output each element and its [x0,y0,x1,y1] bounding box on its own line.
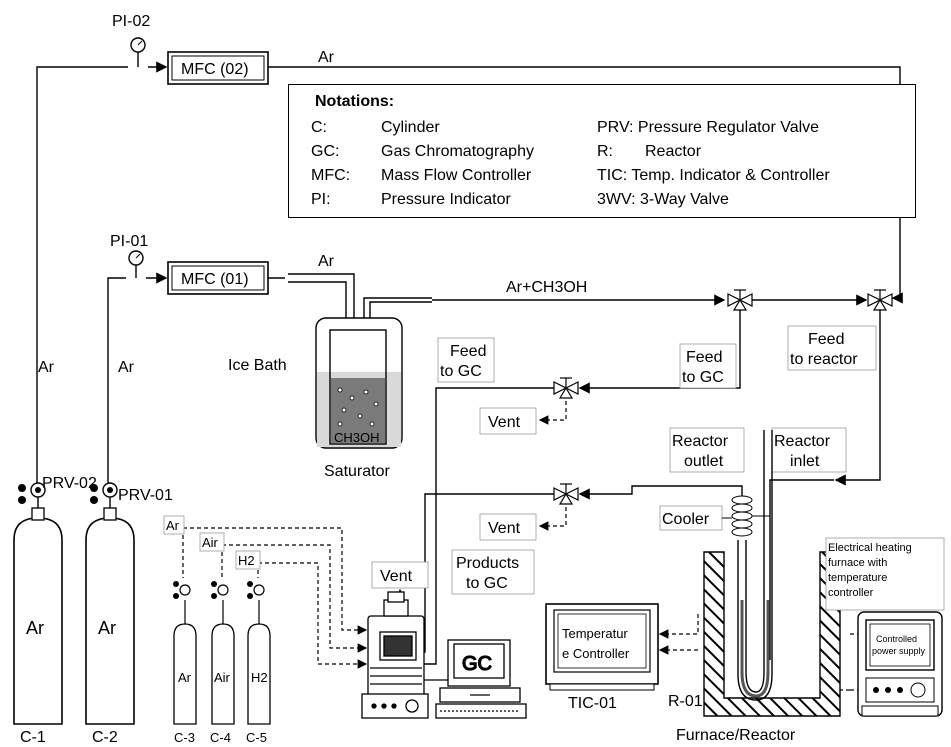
svg-text:Controlled: Controlled [876,634,917,644]
cylinder-c5: H2 C-5 [246,581,271,745]
svg-text:to GC: to GC [682,369,724,386]
reactor-outlet-label: Reactor outlet [669,427,745,473]
notation-row: PI:Pressure Indicator [311,191,511,208]
pressure-indicator-pi01: PI-01 [110,233,148,278]
cooler-label: Cooler [659,505,723,531]
vent-2-label: Vent [479,513,537,541]
cylinder-c1: Ar C-1 [13,482,63,746]
cylinder-c2: Ar C-2 [85,482,135,746]
svg-text:Temperatur: Temperatur [562,626,628,641]
three-way-valve-1 [727,289,753,311]
r01-label: R-01 [668,693,703,710]
svg-text:Air: Air [202,535,219,550]
svg-text:Vent: Vent [380,568,413,585]
svg-text:outlet: outlet [684,453,724,470]
svg-text:Ar: Ar [26,618,44,638]
notations-title: Notations [315,93,389,110]
prv01-label: PRV-01 [118,487,173,504]
ar-top-label: Ar [318,49,335,66]
notation-row: R:Reactor [597,143,702,160]
three-way-valve-2 [867,289,893,311]
mfc02-label: MFC (02) [181,61,249,78]
ar-ch3oh-label: Ar+CH3OH [506,279,587,296]
mfc01-label: MFC (01) [181,271,249,288]
svg-text:Feed: Feed [686,349,722,366]
svg-text:Feed: Feed [450,343,486,360]
mfc-01: MFC (01) [167,261,269,295]
svg-text:Reactor: Reactor [672,433,729,450]
svg-text:Products: Products [456,555,519,572]
svg-text:Ar: Ar [178,670,192,685]
cylinder-c4: Air C-4 [210,581,235,745]
svg-text:to reactor: to reactor [790,351,858,368]
gc-station: GC [361,591,527,719]
pi02-label: PI-02 [112,13,150,30]
svg-text:Air: Air [214,670,231,685]
svg-text:C-1: C-1 [20,729,46,746]
feed-to-gc-right-label: Feed to GC [679,343,737,389]
svg-text:e Controller: e Controller [562,646,630,661]
svg-text:to GC: to GC [466,575,508,592]
reactor-inlet-label: Reactor inlet [771,427,847,473]
vent-1-label: Vent [479,407,537,435]
svg-text:C-4: C-4 [210,730,231,745]
svg-text:H2: H2 [238,553,255,568]
saturator-label: Saturator [324,463,390,480]
svg-text:Ar: Ar [166,518,180,533]
temperature-controller: Temperatur e Controller TIC-01 [545,603,659,712]
furnace-reactor-label: Furnace/Reactor [676,727,796,744]
notations-box: Notations: C:Cylinder GC:Gas Chromatogra… [288,84,916,218]
ice-bath-label: Ice Bath [228,357,287,374]
svg-text:temperature: temperature [828,572,887,584]
heating-furnace-label: Electrical heating furnace with temperat… [825,537,945,611]
svg-text:furnace with: furnace with [828,557,887,569]
ar-mid-label: Ar [318,253,335,270]
pressure-indicator-pi02: PI-02 [112,13,150,67]
notation-row: C:Cylinder [311,119,440,136]
three-way-valve-3 [553,377,579,399]
svg-text:Cooler: Cooler [662,511,710,528]
feed-to-reactor-label: Feed to reactor [787,325,877,371]
cylinder-c3: Ar C-3 [173,581,197,745]
prv02-label: PRV-02 [42,475,97,492]
mfc-02: MFC (02) [167,51,269,85]
svg-text:Vent: Vent [488,520,521,537]
vent-3-label: Vent [371,561,429,589]
saturator: CH3OH Ice Bath Saturator [228,317,403,480]
svg-text:Ar: Ar [98,618,116,638]
ar-line1-label: Ar [38,359,55,376]
products-to-gc-label: Products to GC [451,549,535,595]
feed-to-gc-left-label: Feed to GC [437,337,495,383]
ar-line2-label: Ar [118,359,135,376]
small-gas-labels: Ar Air H2 [163,515,261,570]
three-way-valve-4 [553,483,579,505]
svg-text:to GC: to GC [440,363,482,380]
svg-text:Vent: Vent [488,414,521,431]
svg-text:C-5: C-5 [246,730,267,745]
svg-text:power supply: power supply [872,646,926,656]
tic01-label: TIC-01 [568,695,617,712]
notation-row: GC:Gas Chromatography [311,143,534,160]
notation-row: MFC:Mass Flow Controller [311,167,532,184]
svg-text:inlet: inlet [790,453,820,470]
ch3oh-label: CH3OH [334,430,380,445]
pi01-label: PI-01 [110,233,148,250]
notation-row: 3WV: 3-Way Valve [597,191,729,208]
gc-label: GC [462,653,492,675]
svg-text:Reactor: Reactor [774,433,831,450]
svg-text:C-2: C-2 [92,729,118,746]
controlled-power-supply: Controlled power supply [857,611,943,717]
svg-text:controller: controller [828,587,874,599]
svg-text:Feed: Feed [808,331,844,348]
svg-text:Electrical heating: Electrical heating [828,542,912,554]
svg-text:H2: H2 [251,670,268,685]
notation-row: PRV: Pressure Regulator Valve [597,119,820,136]
furnace-reactor: Furnace/Reactor R-01 [668,430,841,744]
svg-text:C-3: C-3 [174,730,195,745]
notation-row: TIC: Temp. Indicator & Controller [597,167,830,184]
